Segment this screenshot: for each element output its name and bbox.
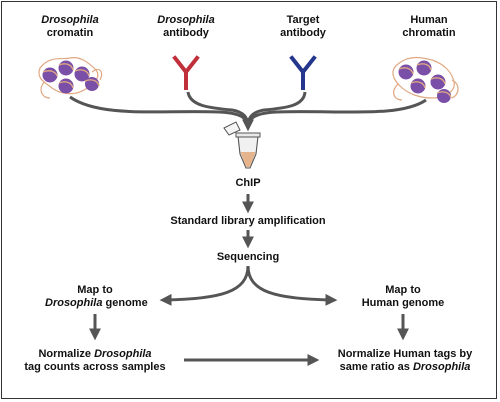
label-text: antibody xyxy=(163,27,209,39)
label-map-drosophila: Map to Drosophila genome xyxy=(45,284,148,310)
label-text: ChIP xyxy=(235,177,261,189)
label-text: Drosophila xyxy=(157,14,215,26)
label-text: Map to xyxy=(385,284,421,296)
label-text: Drosophila xyxy=(45,297,103,309)
label-text: Normalize Human tags by xyxy=(337,348,473,360)
label-text: Map to xyxy=(77,284,113,296)
label-text: Sequencing xyxy=(216,251,280,263)
map-arrows xyxy=(89,314,409,341)
label-map-human: Map to Human genome xyxy=(353,284,453,310)
label-normalize-drosophila: Normalize Drosophila tag counts across s… xyxy=(20,348,170,374)
label-text: chromatin xyxy=(402,27,456,39)
label-text: cromatin xyxy=(46,27,94,39)
label-drosophila-chromatin: Drosophila cromatin xyxy=(30,14,110,40)
label-text: Human genome xyxy=(361,297,445,309)
label-text: Normalize xyxy=(38,348,95,360)
label-text: Human xyxy=(410,14,448,26)
label-text: genome xyxy=(102,297,148,309)
converging-arrows xyxy=(69,91,427,132)
label-text: antibody xyxy=(280,27,326,39)
label-text: Drosophila xyxy=(41,14,99,26)
label-text: same ratio as xyxy=(339,361,413,373)
label-target-antibody: Target antibody xyxy=(263,14,343,40)
drosophila-antibody-icon xyxy=(172,55,200,90)
split-arrows xyxy=(159,265,338,306)
drosophila-chromatin-icon xyxy=(38,57,103,99)
target-antibody-icon xyxy=(289,55,317,90)
label-text: Target xyxy=(286,14,320,26)
label-drosophila-antibody: Drosophila antibody xyxy=(146,14,226,40)
label-text: tag counts across samples xyxy=(24,361,166,373)
label-normalize-human: Normalize Human tags by same ratio as Dr… xyxy=(325,348,485,374)
label-text: Drosophila xyxy=(94,348,152,360)
microcentrifuge-tube-icon xyxy=(223,121,261,169)
label-chip: ChIP xyxy=(198,177,298,190)
label-text: Standard library amplification xyxy=(170,215,326,227)
label-text: Drosophila xyxy=(412,361,471,373)
label-library-amplification: Standard library amplification xyxy=(148,215,348,228)
label-human-chromatin: Human chromatin xyxy=(389,14,469,40)
human-chromatin-icon xyxy=(392,56,459,103)
label-sequencing: Sequencing xyxy=(198,251,298,264)
